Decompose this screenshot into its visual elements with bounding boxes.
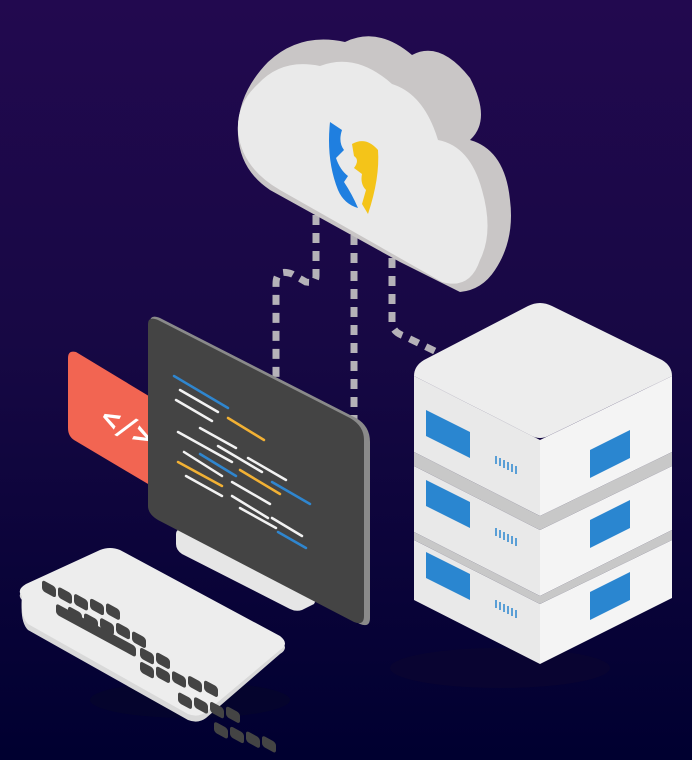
monitor-screen: [148, 318, 364, 624]
shield-sync-logo: [329, 122, 379, 214]
code-monitor: [148, 316, 370, 626]
monitor-stand: [176, 529, 316, 611]
keyboard: [19, 548, 290, 753]
keyboard-keys: [42, 580, 276, 753]
cloud: [237, 36, 511, 292]
connector-lines: [272, 215, 447, 440]
server-vents: [426, 410, 630, 620]
code-lines: [172, 374, 312, 550]
server-stack: [390, 303, 672, 688]
